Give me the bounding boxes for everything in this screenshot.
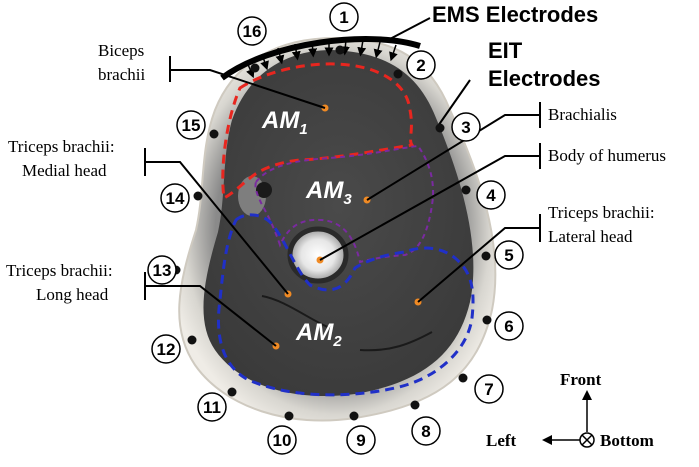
eit-electrode-14 [193,191,203,201]
num-circle-8 [411,416,441,446]
num-circle-11 [197,392,227,422]
tendon-line [261,295,331,329]
eit-electrode-10 [284,411,294,421]
tri-lateral-label-1: Triceps brachii: [548,203,655,222]
num-text-3: 3 [461,118,470,137]
bottom-symbol-x2 [581,434,593,446]
front-arrowhead [582,390,592,400]
num-text-9: 9 [356,431,365,450]
leader-biceps [170,69,326,109]
tri-lateral-label-2: Lateral head [548,227,633,246]
eit-label-line2: Electrodes [488,66,601,91]
leader-eit [437,79,471,127]
num-text-5: 5 [504,246,513,265]
eit-electrode-1 [335,45,345,55]
left-arrowhead [542,435,552,445]
num-text-11: 11 [203,398,221,417]
eit-label-line1: EIT [488,38,523,63]
num-text-8: 8 [421,422,430,441]
num-text-12: 12 [157,340,176,359]
region-am2-outline [216,213,475,397]
eit-electrode-11 [227,387,237,397]
num-text-10: 10 [273,431,292,450]
eit-electrode-5 [481,251,491,261]
num-text-16: 16 [243,22,262,41]
leader-brachialis [366,114,540,201]
ems-electrode-arc [220,36,421,81]
ems-leader [387,17,431,41]
num-circle-1 [329,2,359,32]
arm-muscle-tissue [203,50,474,397]
num-circle-4 [476,180,506,210]
eit-electrode-12 [187,335,197,345]
eit-electrode-7 [458,373,468,383]
num-circle-6 [494,311,524,341]
region-am1-base: AM [261,107,300,134]
biceps-label-1: Biceps [98,41,144,60]
num-text-6: 6 [504,317,513,336]
num-text-7: 7 [484,380,493,399]
num-text-4: 4 [486,186,496,205]
eit-electrode-2 [393,69,403,79]
tendon-line [359,331,433,352]
leader-lines [144,56,541,347]
region-am2-label: AM2 [295,319,342,350]
brachialis-label: Brachialis [548,105,617,124]
leader-humerus [319,155,540,261]
ems-electrodes-label: EMS Electrodes [432,2,598,27]
eit-electrode-6 [482,315,492,325]
leader-tri-lateral [417,227,540,303]
num-circle-14 [160,183,190,213]
biceps-label-2: brachii [98,65,145,84]
region-am3-sub: 3 [343,191,352,208]
region-am3-label: AM3 [305,177,352,208]
orientation-axes: Front Left Bottom [486,370,654,450]
num-text-15: 15 [182,116,201,135]
fat-pocket [256,182,272,198]
eit-electrode-16 [250,63,260,73]
eit-electrode-8 [410,400,420,410]
region-am3-outline [254,144,434,264]
num-circle-13 [147,255,177,285]
region-am2-base: AM [295,319,334,346]
tri-long-label-1: Triceps brachii: [6,261,113,280]
leader-tri-long [145,285,277,347]
electrode-number-labels [147,2,524,455]
front-label: Front [560,370,602,389]
region-am1-sub: 1 [299,121,307,138]
num-circle-15 [176,110,206,140]
tri-long-label-2: Long head [36,285,109,304]
eit-electrode-3 [435,123,445,133]
num-circle-7 [474,374,504,404]
num-circle-10 [267,425,297,455]
eit-electrode-15 [209,129,219,139]
region-am1-label: AM1 [261,107,308,138]
num-text-14: 14 [166,189,185,208]
region-am1-outline [221,62,415,201]
num-circle-3 [451,112,481,142]
humerus-label: Body of humerus [548,146,666,165]
region-am2-sub: 2 [332,333,342,350]
num-circle-16 [237,16,267,46]
num-circle-2 [406,50,436,80]
num-text-1: 1 [339,8,348,27]
eit-electrode-9 [349,411,359,421]
num-text-2: 2 [416,56,425,75]
ems-arrows [246,38,398,79]
num-text-13: 13 [153,261,172,280]
tri-medial-label-1: Triceps brachii: [8,137,115,156]
eit-electrode-4 [461,185,471,195]
num-circle-5 [494,240,524,270]
num-circle-9 [346,425,376,455]
leader-tri-medial [145,161,289,295]
humerus-bone [287,226,349,284]
tri-medial-label-2: Medial head [22,161,107,180]
num-circle-12 [151,334,181,364]
electrode-number-text: 1 2 3 4 5 6 7 8 9 10 11 12 13 14 15 16 [153,8,514,450]
bottom-label: Bottom [600,431,654,450]
region-am3-base: AM [305,177,344,204]
left-label: Left [486,431,517,450]
